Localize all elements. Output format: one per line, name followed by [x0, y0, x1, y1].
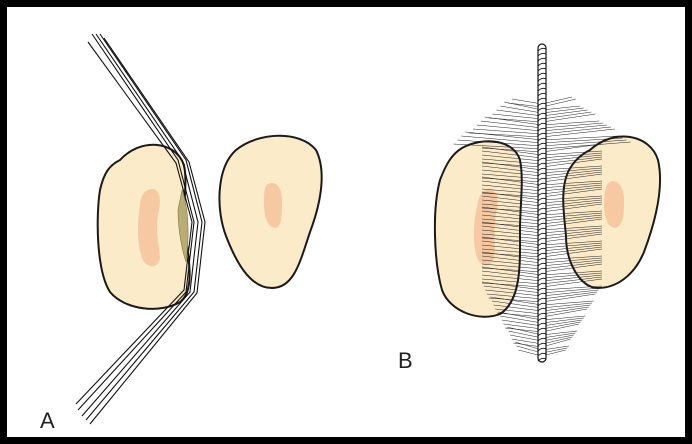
brush-bristle: [461, 136, 542, 143]
panel-a: [76, 34, 322, 424]
tooth-icon: [219, 136, 321, 288]
brush-wire-core: [538, 44, 546, 362]
brush-bristle: [542, 110, 588, 116]
panel-label-b: B: [398, 350, 413, 372]
brush-bristle: [493, 114, 543, 119]
brush-bristle: [500, 316, 542, 323]
panel-label-a: A: [40, 410, 55, 432]
tooth-icon: [98, 145, 190, 309]
brush-bristle: [542, 288, 600, 293]
brush-bristle: [473, 129, 542, 134]
tooth-icon: [563, 137, 660, 288]
brush-bristle: [542, 316, 586, 320]
brush-bristle: [508, 331, 542, 338]
brush-bristle: [542, 123, 603, 128]
brush-bristle: [542, 331, 577, 335]
brush-bristle: [542, 106, 580, 110]
brush-bristle: [542, 121, 599, 125]
brush-bristle: [542, 301, 594, 305]
brush-bristle: [510, 335, 542, 341]
brush-bristle: [481, 121, 542, 128]
brush-bristle: [542, 108, 584, 113]
brush-bristle: [502, 320, 542, 326]
brush-bristle: [542, 125, 607, 131]
panel-b: [435, 44, 660, 362]
brush-bristle: [500, 106, 542, 113]
